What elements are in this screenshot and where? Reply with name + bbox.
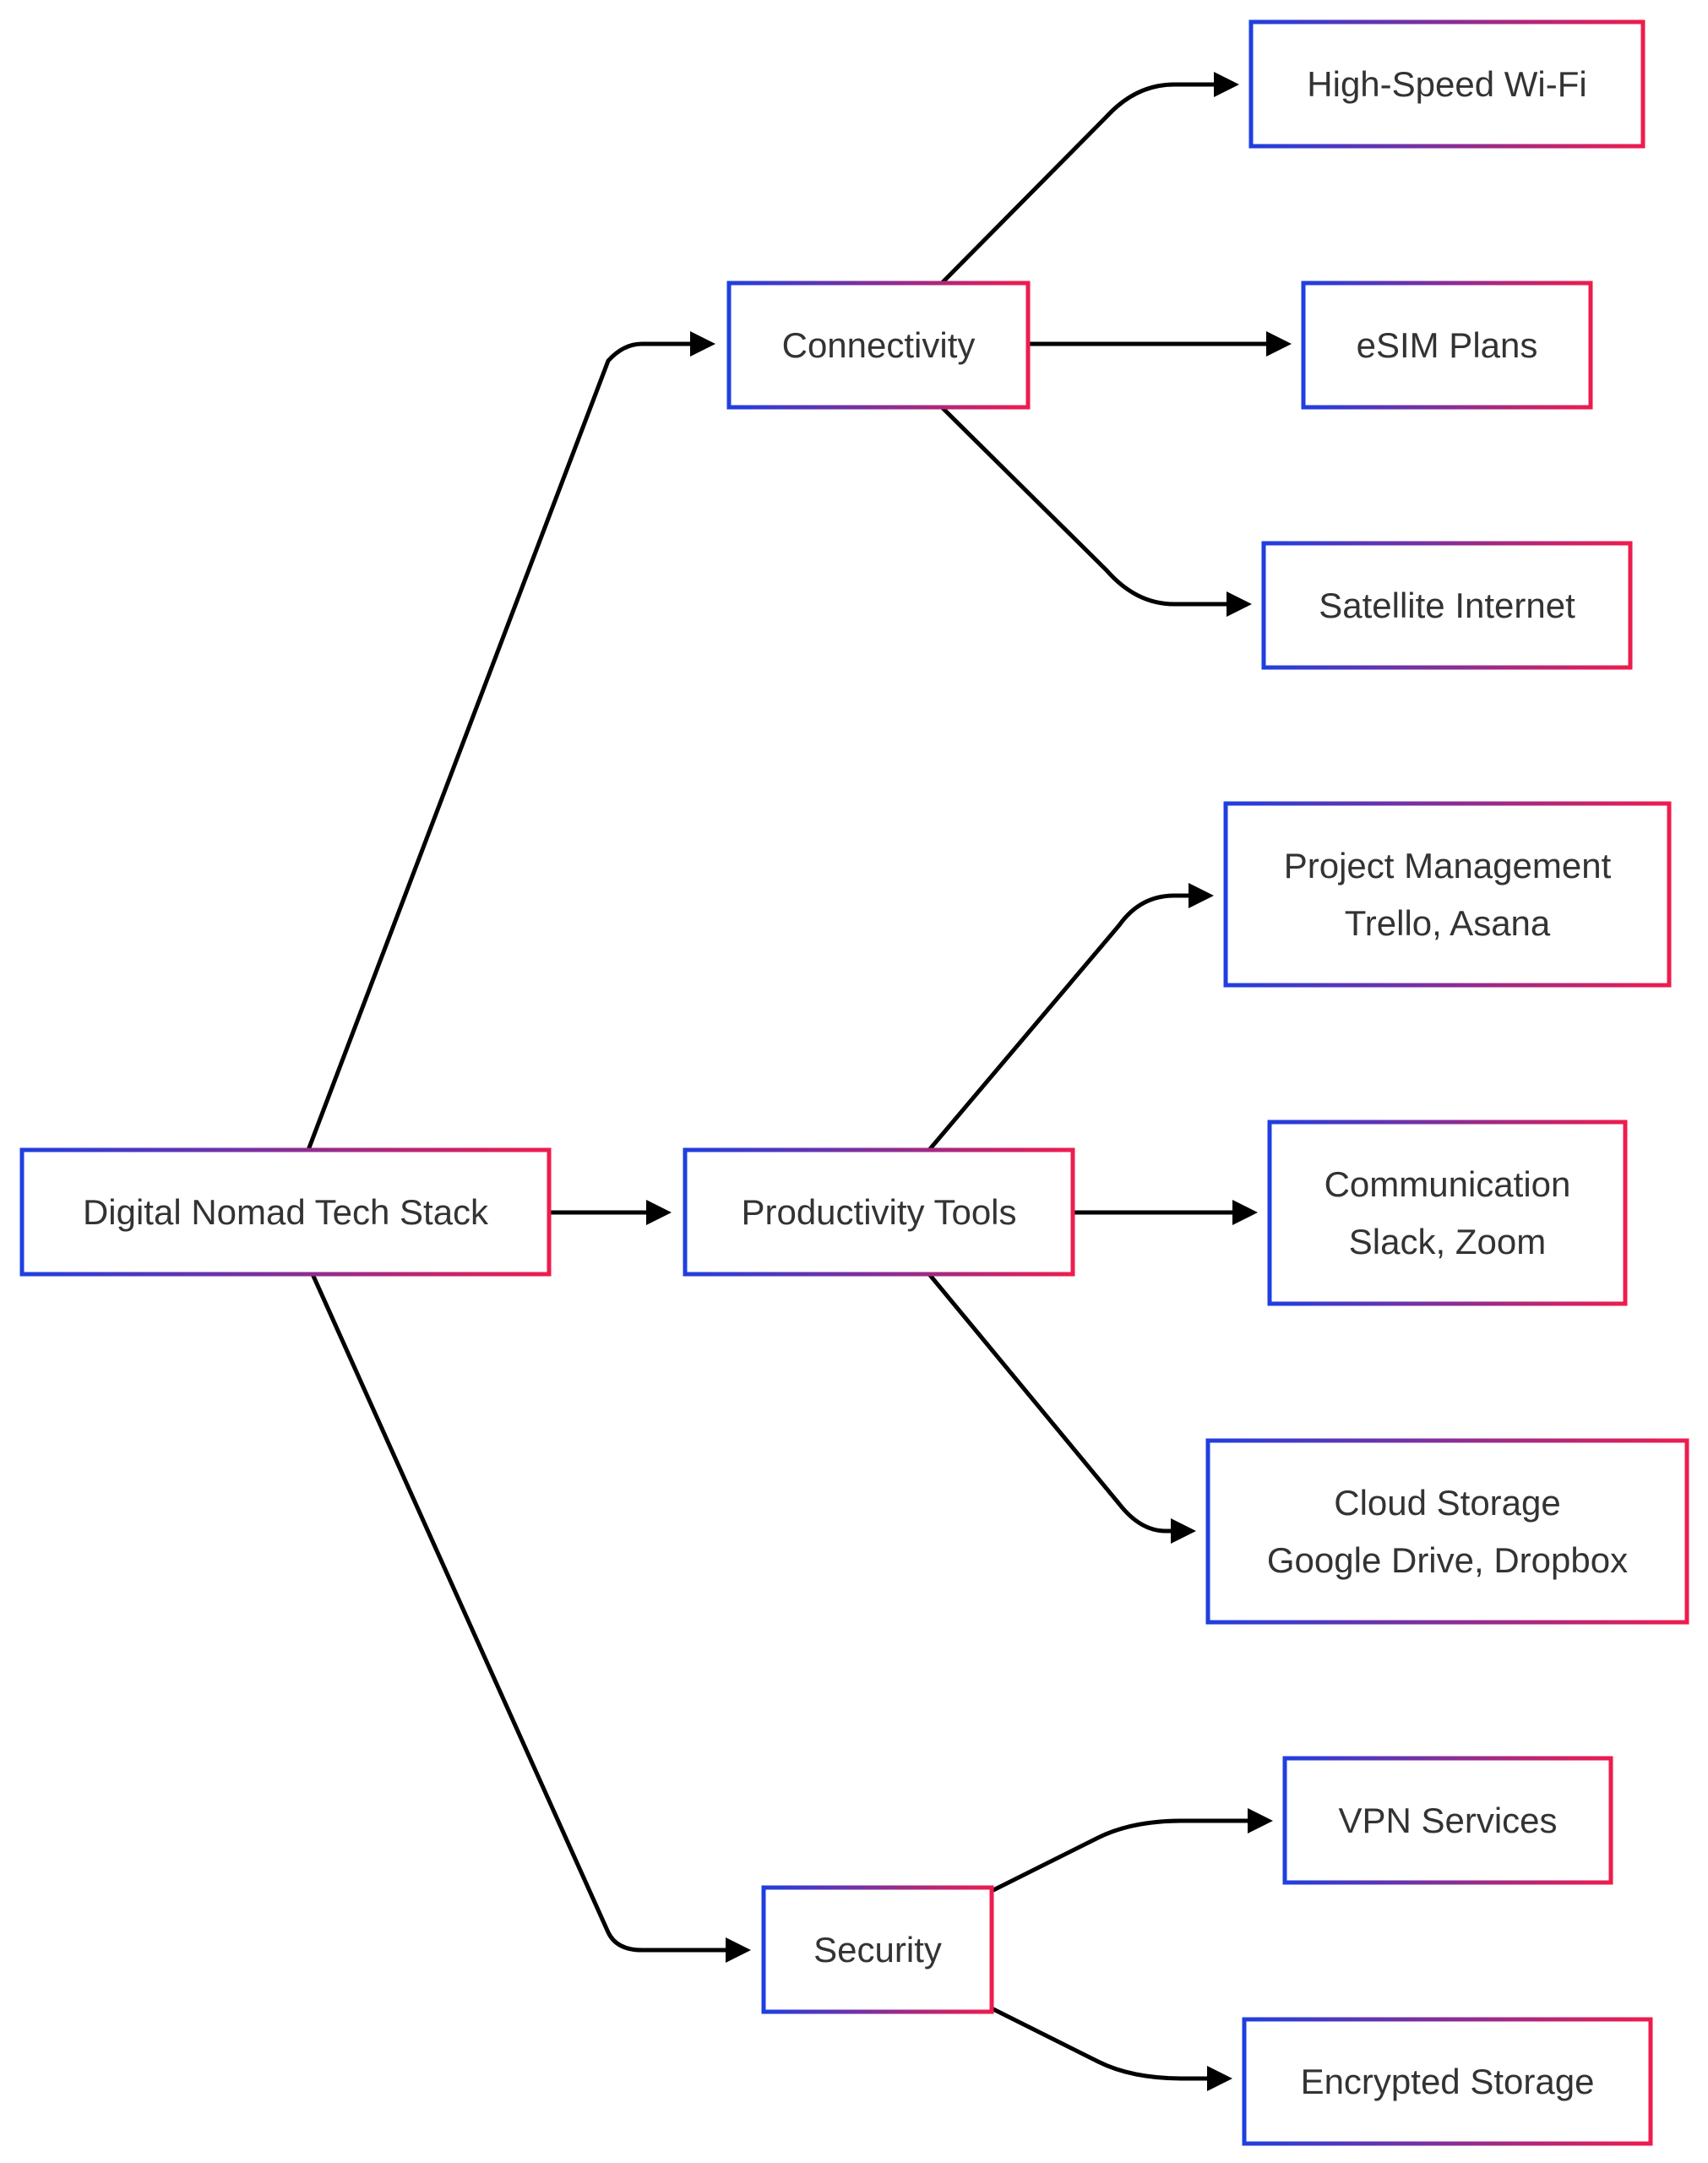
edge-connectivity-to-satellite xyxy=(939,405,1252,617)
node-productivity[interactable]: Productivity Tools xyxy=(683,1147,1075,1277)
node-label: Satellite Internet xyxy=(1319,586,1575,625)
edge-security-to-encrypted-storage xyxy=(989,2006,1232,2091)
node-box xyxy=(1242,2017,1653,2146)
node-box xyxy=(1223,801,1672,988)
node-box xyxy=(1267,1120,1628,1306)
node-label: Communication xyxy=(1325,1164,1571,1204)
nodes-layer: Digital Nomad Tech Stack ConnectivityProd… xyxy=(19,19,1689,2146)
node-satellite[interactable]: Satellite Internet xyxy=(1261,541,1633,670)
edge-productivity-to-project-mgmt xyxy=(927,883,1214,1152)
node-label: Cloud Storage xyxy=(1334,1483,1561,1523)
node-label: Project Management xyxy=(1284,846,1612,885)
node-label: Encrypted Storage xyxy=(1301,2062,1595,2101)
edges-layer xyxy=(306,72,1292,2091)
node-vpn[interactable]: VPN Services xyxy=(1282,1756,1613,1885)
node-encrypted-storage[interactable]: Encrypted Storage xyxy=(1242,2017,1653,2146)
node-root[interactable]: Digital Nomad Tech Stack xyxy=(19,1147,552,1277)
node-label: Productivity Tools xyxy=(741,1192,1016,1232)
node-box xyxy=(1282,1756,1613,1885)
node-label: Digital Nomad Tech Stack xyxy=(83,1192,489,1232)
edge-connectivity-to-wifi xyxy=(939,72,1239,286)
node-box xyxy=(1205,1438,1689,1625)
node-connectivity[interactable]: Connectivity xyxy=(726,281,1031,410)
edge-security-to-vpn xyxy=(989,1808,1273,1893)
node-security[interactable]: Security xyxy=(761,1885,994,2014)
node-label: Slack, Zoom xyxy=(1349,1222,1546,1261)
node-label: High-Speed Wi-Fi xyxy=(1307,64,1586,104)
node-label: Google Drive, Dropbox xyxy=(1267,1540,1628,1580)
node-label: Trello, Asana xyxy=(1345,903,1551,943)
node-label: VPN Services xyxy=(1338,1801,1557,1840)
node-box xyxy=(726,281,1031,410)
node-box xyxy=(1248,19,1645,149)
edge-productivity-to-cloud-storage xyxy=(927,1272,1196,1544)
node-esim[interactable]: eSIM Plans xyxy=(1301,281,1593,410)
edge-root-to-connectivity xyxy=(306,331,715,1152)
node-label: Security xyxy=(813,1930,942,1970)
node-box xyxy=(19,1147,552,1277)
node-box xyxy=(683,1147,1075,1277)
node-box xyxy=(1261,541,1633,670)
node-label: Connectivity xyxy=(782,325,976,365)
node-wifi[interactable]: High-Speed Wi-Fi xyxy=(1248,19,1645,149)
node-box xyxy=(1301,281,1593,410)
node-box xyxy=(761,1885,994,2014)
node-label: eSIM Plans xyxy=(1357,325,1538,365)
edge-root-to-security xyxy=(310,1272,751,1963)
